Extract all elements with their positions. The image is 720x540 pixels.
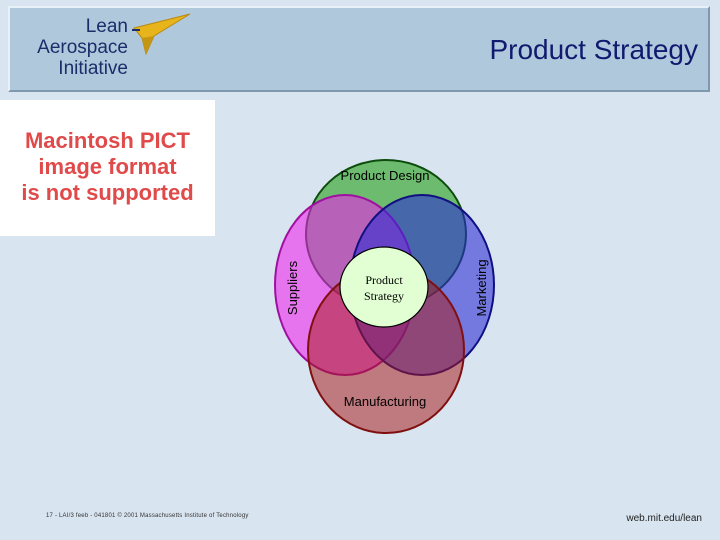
logo-line-3: Initiative bbox=[58, 58, 128, 79]
pict-placeholder: Macintosh PICT image format is not suppo… bbox=[0, 100, 215, 236]
label-product-design: Product Design bbox=[341, 168, 430, 183]
pict-message: Macintosh PICT image format is not suppo… bbox=[0, 128, 215, 206]
lai-logo-swoosh-icon bbox=[132, 13, 191, 56]
center-circle bbox=[339, 246, 429, 328]
label-suppliers: Suppliers bbox=[285, 260, 300, 315]
center-label-line-1: Product bbox=[365, 273, 403, 287]
pict-line-2: image format bbox=[38, 154, 177, 179]
pict-line-3: is not supported bbox=[21, 180, 194, 205]
center-label-line-2: Strategy bbox=[364, 289, 404, 303]
pict-line-1: Macintosh PICT bbox=[24, 128, 190, 153]
label-marketing: Marketing bbox=[474, 259, 489, 316]
header-bar bbox=[8, 6, 710, 92]
footer-url: web.mit.edu/lean bbox=[626, 513, 702, 524]
logo-line-1: Lean bbox=[85, 16, 128, 37]
page-title: Product Strategy bbox=[489, 34, 698, 65]
lai-logo-text: Lean Aerospace Initiative bbox=[20, 16, 128, 79]
footer-copyright: 17 - LAI/3 feeb - 041801 © 2001 Massachu… bbox=[46, 513, 249, 519]
label-manufacturing: Manufacturing bbox=[344, 394, 426, 409]
logo-line-2: Aerospace bbox=[37, 37, 128, 58]
